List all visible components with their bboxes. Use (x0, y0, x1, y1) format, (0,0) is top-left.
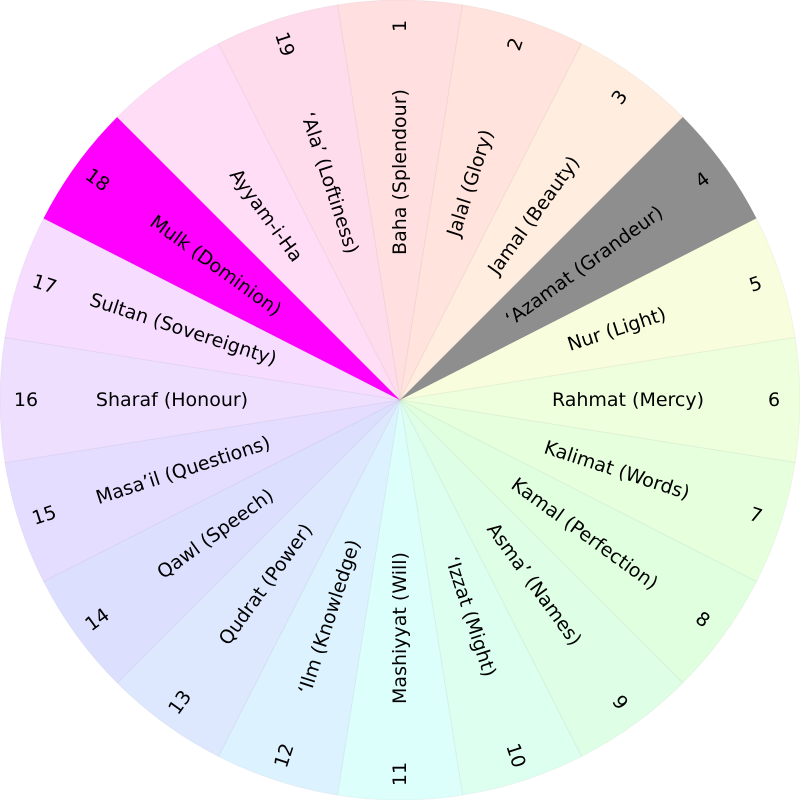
month-segment (42, 116, 401, 401)
month-name-label: Sharaf (Honour) (96, 389, 248, 411)
month-name-label: Baha (Splendour) (389, 89, 411, 255)
month-segment (399, 4, 583, 401)
month-number-label: 1 (389, 20, 411, 32)
month-segment (0, 336, 401, 464)
month-segment (399, 217, 796, 401)
month-segment (399, 399, 758, 684)
month-segment (399, 399, 583, 796)
month-number-label: 16 (14, 389, 38, 411)
month-segment (4, 399, 401, 583)
month-segment (217, 399, 401, 796)
month-segment (399, 42, 684, 401)
month-segment (116, 399, 401, 758)
month-name-label: Rahmat (Mercy) (552, 389, 704, 411)
month-segment (4, 217, 401, 401)
month-segment (399, 399, 684, 758)
month-segment (116, 42, 401, 401)
month-segment (217, 4, 401, 401)
month-segment (399, 399, 796, 583)
month-name-label: Mashiyyat (Will) (389, 552, 411, 704)
month-number-label: 11 (389, 762, 411, 786)
month-segment (42, 399, 401, 684)
month-segment (399, 116, 758, 401)
month-segment (336, 0, 464, 401)
month-number-label: 6 (768, 389, 780, 411)
